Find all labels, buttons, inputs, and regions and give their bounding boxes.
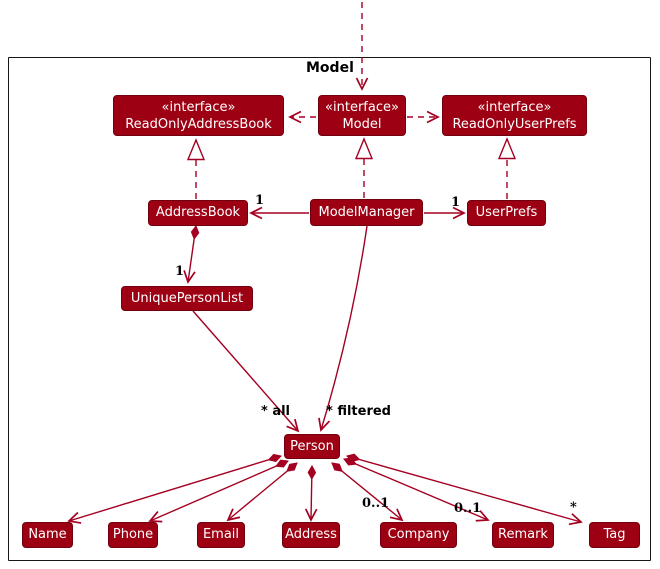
class-name-label: Email — [202, 527, 240, 542]
stereotype-label: «interface» — [325, 99, 399, 115]
class-box-tag: Tag — [589, 522, 640, 548]
class-name-label: UniquePersonList — [130, 290, 244, 306]
edge-modelmanager-person — [318, 225, 368, 432]
class-box-remark: Remark — [492, 522, 554, 548]
class-name-label: ModelManager — [318, 204, 415, 220]
edge-addressbook-uniquepersonlist — [188, 226, 196, 282]
class-box-phone: Phone — [108, 522, 158, 548]
class-box-email: Email — [197, 522, 245, 548]
class-name-label: Address — [285, 527, 337, 542]
stereotype-label: «interface» — [161, 99, 236, 115]
edge-label-filtered: * filtered — [326, 404, 391, 419]
class-box-uniquepersonlist: UniquePersonList — [121, 286, 253, 311]
class-name-label: ReadOnlyUserPrefs — [452, 116, 577, 132]
class-name-label: Name — [28, 527, 67, 542]
edge-person-company — [332, 463, 402, 520]
class-name-label: Person — [290, 438, 334, 454]
multiplicity-label-uniquepersonlist: 1 — [175, 264, 185, 279]
frame-title: Model — [306, 60, 354, 76]
multiplicity-label-addressbook: 1 — [255, 193, 265, 208]
edge-person-phone — [150, 461, 288, 521]
class-box-address: Address — [282, 522, 340, 548]
edge-person-address — [311, 466, 312, 520]
edge-person-name — [69, 456, 281, 521]
class-name-label: Tag — [603, 527, 626, 542]
class-name-label: AddressBook — [155, 205, 241, 220]
class-box-modelmanager: ModelManager — [310, 199, 423, 226]
class-box-person: Person — [284, 434, 340, 459]
class-box-name: Name — [22, 522, 73, 548]
stereotype-label: «interface» — [477, 99, 552, 115]
class-box-addressbook: AddressBook — [148, 200, 248, 226]
class-box-readonlyaddressbook: «interface» ReadOnlyAddressBook — [113, 95, 284, 136]
class-box-readonlyuserprefs: «interface» ReadOnlyUserPrefs — [442, 95, 587, 136]
class-box-company: Company — [380, 522, 457, 548]
edge-person-email — [228, 463, 297, 520]
multiplicity-label-remark: 0..1 — [454, 501, 482, 516]
class-name-label: Model — [342, 116, 382, 132]
class-box-model: «interface» Model — [318, 95, 406, 136]
multiplicity-label-userprefs: 1 — [451, 195, 461, 210]
class-name-label: UserPrefs — [475, 205, 538, 220]
multiplicity-label-company: 0..1 — [362, 496, 390, 511]
multiplicity-label-tag: * — [570, 500, 577, 515]
class-name-label: Remark — [498, 527, 548, 542]
edge-uniquepersonlist-person — [192, 310, 300, 433]
edge-person-tag — [347, 456, 581, 522]
class-name-label: Company — [387, 527, 450, 542]
class-name-label: ReadOnlyAddressBook — [125, 116, 272, 132]
edge-label-all: * all — [261, 404, 291, 419]
class-name-label: Phone — [112, 527, 154, 542]
class-box-userprefs: UserPrefs — [467, 200, 546, 226]
